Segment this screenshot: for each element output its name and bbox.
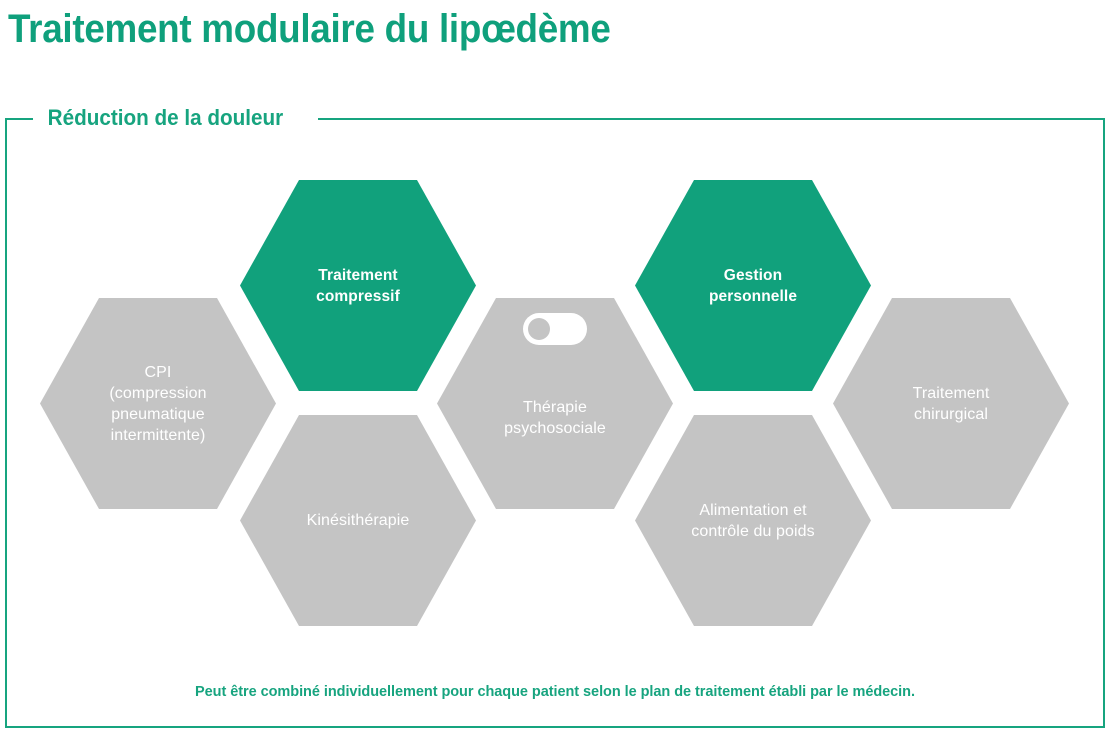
- frame-top-border-left: [5, 118, 33, 120]
- toggle-knob: [528, 318, 550, 340]
- hexagon-kinesitherapie[interactable]: Kinésithérapie: [240, 415, 476, 626]
- hexagon-traitement-chirurgical-label: Traitement chirurgical: [912, 384, 990, 423]
- hexagon-kinesitherapie-label: Kinésithérapie: [306, 512, 410, 529]
- pain-reduction-frame: [5, 118, 1105, 728]
- footer-caption: Peut être combiné individuellement pour …: [195, 684, 915, 700]
- hexagon-therapie-psychosociale-label: Thérapie psychosociale: [504, 398, 606, 437]
- page-title: Traitement modulaire du lipœdème: [8, 7, 611, 51]
- frame-legend: Réduction de la douleur: [42, 100, 289, 136]
- hexagon-cpi-label: CPI (compression pneumatique intermitten…: [109, 363, 207, 444]
- frame-top-border-right: [318, 118, 1105, 120]
- hexagon-alimentation-controle-poids-label: Alimentation et contrôle du poids: [691, 501, 815, 540]
- toggle-switch-icon[interactable]: [523, 313, 587, 345]
- hexagon-gestion-personnelle-label: Gestion personnelle: [708, 266, 798, 305]
- hexagon-traitement-compressif[interactable]: Traitement compressif: [240, 180, 476, 391]
- hexagon-traitement-compressif-label: Traitement compressif: [316, 266, 400, 305]
